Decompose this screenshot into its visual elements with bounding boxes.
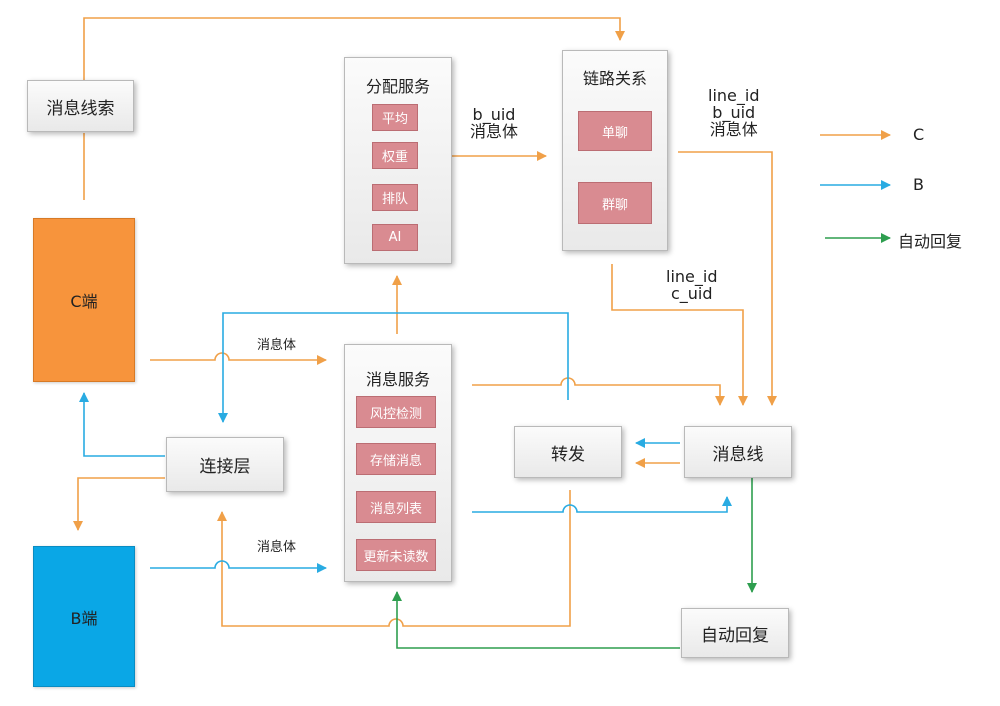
edge-msgsvc-to-msgline [472,377,725,406]
dispatch-item[interactable]: 权重 [372,142,418,169]
message-service-container[interactable]: 消息服务 风控检测 存储消息 消息列表 更新未读数 [344,344,452,582]
c-end-label: C端 [70,292,98,311]
dispatch-service-title: 分配服务 [365,77,430,96]
edge-autoreply-to-msgsvc [392,591,680,649]
c-end-node[interactable]: C端 [33,218,135,382]
auto-reply-label: 自动回复 [701,625,769,646]
legend-c-label: C [913,125,925,144]
auto-reply-node[interactable]: 自动回复 [681,608,789,658]
forward-node[interactable]: 转发 [514,426,622,478]
link-item[interactable]: 单聊 [578,111,652,151]
edge-forward-to-connection [217,490,571,627]
message-service-item[interactable]: 消息列表 [356,491,436,523]
edge-c-to-msgsvc [150,352,327,365]
edge-label-c-msgbody: 消息体 [257,338,297,353]
msg-line-label: 消息线 [712,444,764,465]
message-service-item[interactable]: 更新未读数 [356,539,436,571]
connection-layer-label: 连接层 [199,457,251,477]
edge-forward-to-connection-blue [218,312,569,423]
msg-clue-node[interactable]: 消息线索 [27,80,134,132]
edge-msgsvc-to-msgline-blue [472,496,732,513]
edge-label-link-to-msgline-2: line_id c_uid [666,267,718,303]
link-item[interactable]: 群聊 [578,182,652,224]
edge-label-b-msgbody: 消息体 [257,540,297,555]
b-end-label: B端 [70,608,98,628]
message-service-title: 消息服务 [365,370,430,389]
connection-layer-node[interactable]: 连接层 [166,437,284,492]
dispatch-service-container[interactable]: 分配服务 平均 权重 排队 AI [344,57,452,264]
edge-connection-to-c [79,392,165,457]
msg-line-node[interactable]: 消息线 [684,426,792,478]
edge-msgclue-to-link [83,17,625,80]
link-relation-container[interactable]: 链路关系 单聊 群聊 [562,50,668,251]
edge-label-dispatch-to-link: b_uid 消息体 [470,105,519,141]
b-end-node[interactable]: B端 [33,546,135,687]
dispatch-item[interactable]: 平均 [372,104,418,131]
legend-b-label: B [913,175,924,194]
message-service-item[interactable]: 存储消息 [356,443,436,475]
forward-label: 转发 [551,444,585,465]
message-service-item[interactable]: 风控检测 [356,396,436,428]
edge-link-to-msgline-b [611,264,748,406]
legend-autoreply-label: 自动回复 [898,232,963,251]
link-relation-title: 链路关系 [582,69,647,88]
edge-link-to-msgline-a [678,151,777,406]
dispatch-item[interactable]: AI [372,224,418,251]
edge-label-link-to-msgline-1: line_id b_uid 消息体 [708,86,760,139]
edge-connection-to-b [73,477,165,531]
dispatch-item[interactable]: 排队 [372,184,418,211]
msg-clue-label: 消息线索 [46,98,115,119]
edge-b-to-msgsvc [150,560,327,573]
